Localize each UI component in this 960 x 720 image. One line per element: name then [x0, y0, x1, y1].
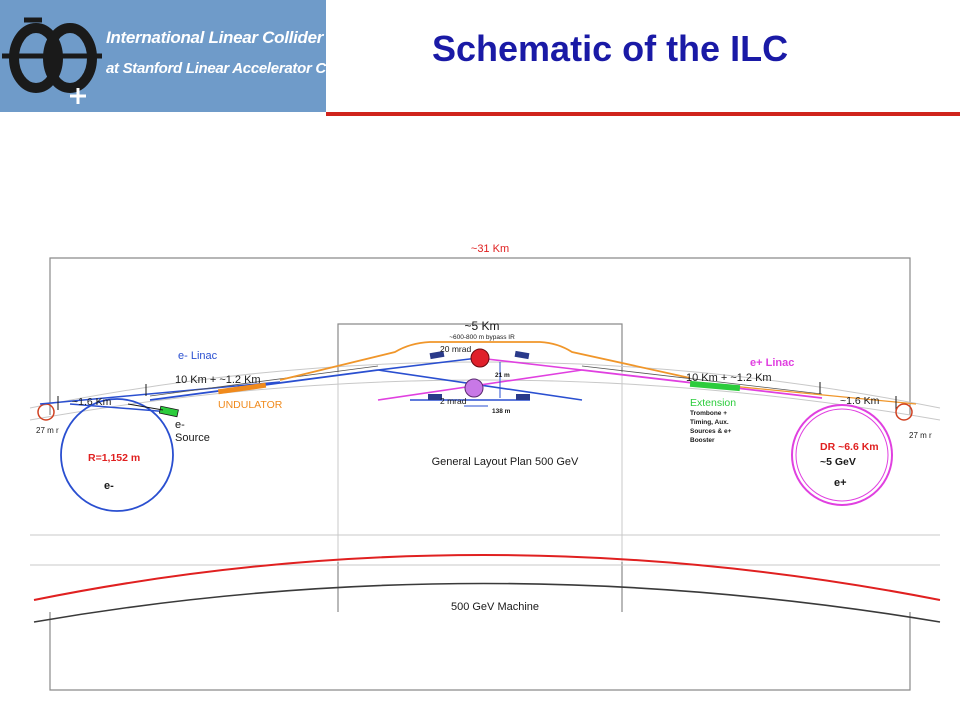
slide-title: Schematic of the ILC — [432, 28, 789, 69]
positron-linac-return — [581, 365, 823, 395]
earth-curvature-arc-grey — [33, 582, 941, 623]
electron-source-connector — [127, 403, 164, 411]
undulator-label: UNDULATOR — [218, 399, 283, 411]
electron-linac-length: 10 Km + ~1.2 Km — [175, 374, 261, 386]
damping-ring-label: DR ~6.6 Km — [820, 441, 879, 453]
positron-damping-ring-inner — [795, 408, 889, 502]
ir-detector-20mrad — [470, 348, 490, 368]
electron-ring-transfer — [69, 403, 171, 413]
positron-linac-length: 10 Km + ~1.2 Km — [686, 372, 772, 384]
electron-source-label-1: e- — [175, 419, 185, 431]
positron-ring-particle-label: e+ — [834, 477, 847, 489]
header-divider — [326, 112, 960, 116]
layout-plan-label: General Layout Plan 500 GeV — [432, 456, 579, 468]
electron-beam-to-ir — [377, 357, 479, 371]
electron-ring-radius-label: R=1,152 m — [88, 452, 140, 464]
electron-linac-return — [149, 365, 379, 397]
electron-source-block — [158, 405, 179, 418]
extension-label: Extension — [690, 397, 736, 409]
undulator-block — [217, 382, 267, 395]
logo-title-line: International Linear Collider — [106, 28, 324, 47]
positron-note-1: Trombone + — [690, 410, 727, 417]
positron-linac-label: e+ Linac — [750, 357, 794, 369]
positron-note-3: Sources & e+ — [690, 428, 732, 435]
electron-damping-ring — [60, 398, 174, 512]
ir-separation-label: 21 m — [495, 372, 510, 379]
total-length-label: ~31 Km — [471, 243, 509, 255]
electron-source-label-2: Source — [175, 432, 210, 444]
turnaround-right-label: 27 m r — [909, 431, 932, 440]
crossing-angle-20-label: 20 mrad — [440, 344, 471, 354]
positron-damping-ring-outer — [791, 404, 893, 506]
damping-ring-energy: ~5 GeV — [820, 456, 856, 468]
final-focus-magnets — [428, 350, 530, 400]
ilc-ee-emblem-icon — [2, 17, 102, 104]
bypass-line — [279, 341, 691, 381]
turnaround-left-label: 27 m r — [36, 426, 59, 435]
ring-length-left-label: ~1.6 Km — [72, 396, 112, 408]
positron-turnaround-right — [895, 403, 913, 421]
ring-length-right-label: ~1.6 Km — [840, 395, 880, 407]
electron-beamline-west — [39, 381, 281, 405]
extension-block — [689, 380, 741, 392]
positron-beam-to-ir — [477, 357, 583, 371]
central-section-label: ~5 Km — [464, 319, 499, 333]
logo-subtitle-line: at Stanford Linear Accelerator Center — [106, 60, 362, 77]
electron-ring-particle-label: e- — [104, 480, 114, 492]
positron-note-4: Booster — [690, 437, 715, 444]
earth-curvature-arc-red — [33, 554, 941, 601]
machine-label: 500 GeV Machine — [451, 601, 539, 613]
ilc-logo: International Linear Collider at Stanfor… — [0, 0, 361, 112]
electron-linac-label: e- Linac — [178, 350, 218, 362]
bypass-note: ~600-800 m bypass IR — [449, 334, 515, 341]
ir-offset-label: 138 m — [492, 408, 511, 415]
ir-detector-2mrad — [464, 378, 484, 398]
crossing-angle-2-label: 2 mrad — [440, 396, 467, 406]
site-frame — [49, 257, 911, 691]
positron-note-2: Timing, Aux. — [690, 419, 729, 426]
